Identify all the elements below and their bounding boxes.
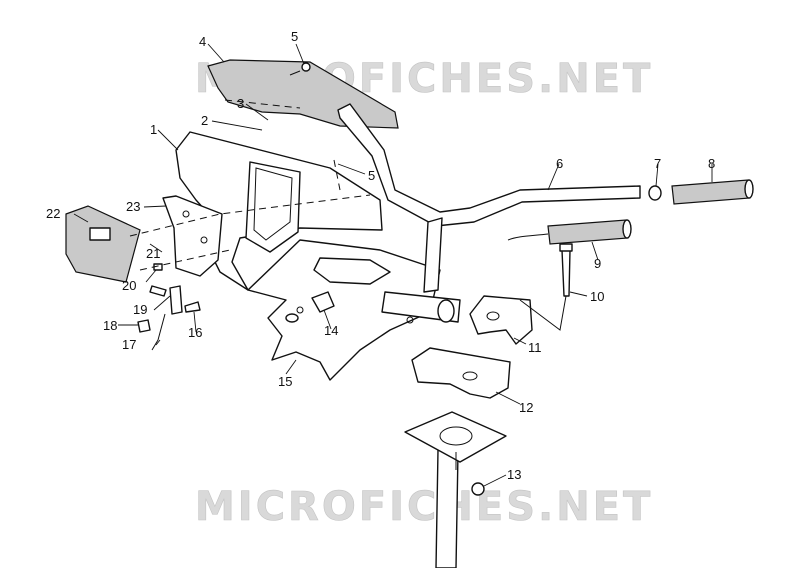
parts-16-20-hardware <box>137 263 201 351</box>
callout-10: 10 <box>590 289 604 304</box>
callout-22: 22 <box>46 206 60 221</box>
callout-17: 17 <box>122 337 136 352</box>
callout-12: 12 <box>519 400 533 415</box>
part-12-lower-clamp <box>411 347 511 399</box>
callout-6: 6 <box>556 156 563 171</box>
part-9-throttle-grip <box>507 219 632 245</box>
callout-13: 13 <box>507 467 521 482</box>
callout-20: 20 <box>122 278 136 293</box>
steering-post <box>381 291 461 568</box>
part-10-bolt <box>559 243 573 297</box>
callout-5-middle: 5 <box>368 168 375 183</box>
callout-16: 16 <box>188 325 202 340</box>
callout-19: 19 <box>133 302 147 317</box>
part-7-end-cap <box>648 185 662 201</box>
callout-5-top: 5 <box>291 29 298 44</box>
callout-23: 23 <box>126 199 140 214</box>
callout-8: 8 <box>708 156 715 171</box>
part-14-switch <box>285 291 335 323</box>
callout-7: 7 <box>654 156 661 171</box>
callout-1: 1 <box>150 122 157 137</box>
part-23-bracket <box>162 195 223 277</box>
callout-leaders <box>73 43 713 487</box>
part-13-nut <box>471 482 485 496</box>
callout-labels: 1 2 3 4 5 5 6 7 8 9 10 11 12 13 14 15 16… <box>46 29 715 482</box>
callout-3: 3 <box>237 96 244 111</box>
callout-4: 4 <box>199 34 206 49</box>
callout-18: 18 <box>103 318 117 333</box>
part-11-upper-clamp <box>469 295 533 345</box>
callout-9: 9 <box>594 256 601 271</box>
assembly-lines <box>129 159 567 470</box>
part-6-handlebar <box>337 103 641 293</box>
callout-15: 15 <box>278 374 292 389</box>
callout-14: 14 <box>324 323 338 338</box>
part-22-instrument-cover <box>65 205 141 283</box>
watermark-bottom: MICROFICHES.NET <box>195 484 653 530</box>
part-5-screw-top <box>289 62 311 76</box>
callout-2: 2 <box>201 113 208 128</box>
part-15-lower-shroud <box>247 239 441 381</box>
part-8-grip <box>671 179 754 205</box>
callout-21: 21 <box>146 246 160 261</box>
steering-plate <box>404 411 507 463</box>
callout-11: 11 <box>528 340 542 355</box>
